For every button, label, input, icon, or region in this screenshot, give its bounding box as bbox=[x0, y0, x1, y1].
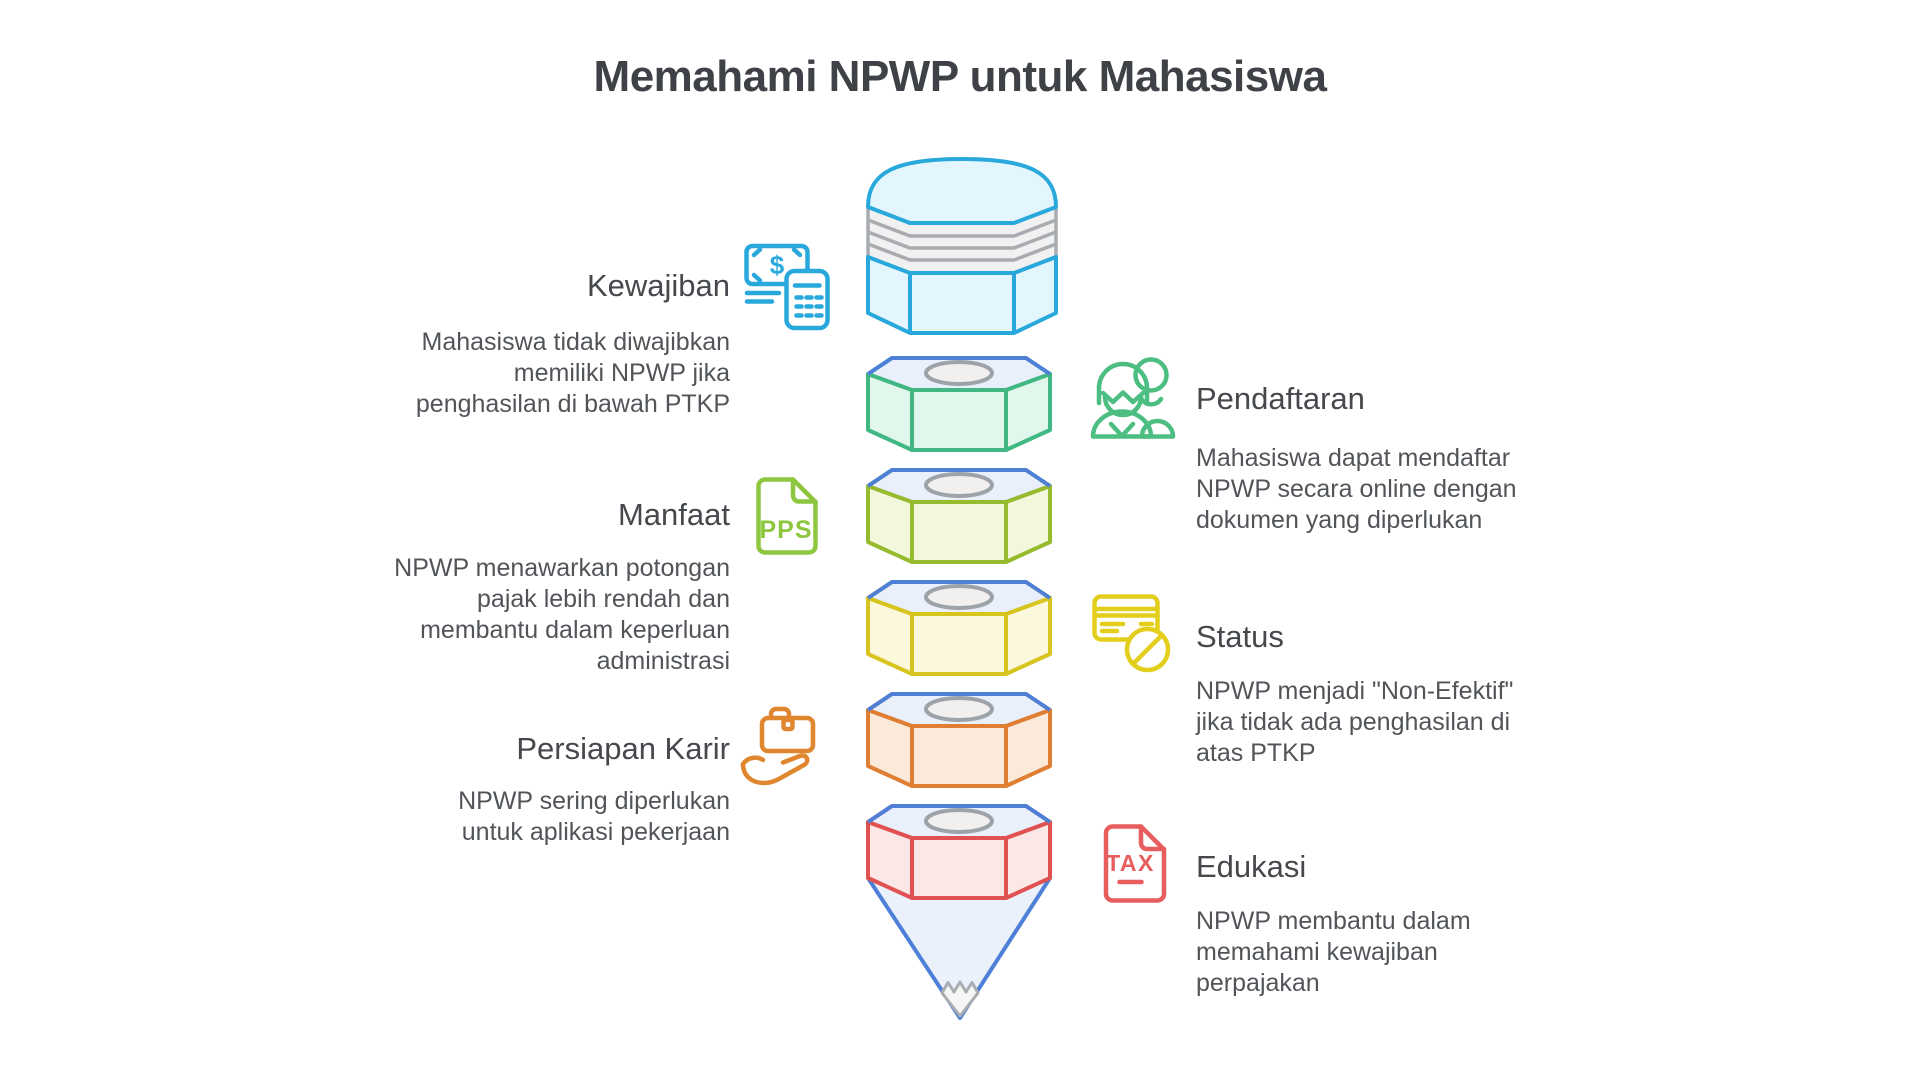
manfaat-heading: Manfaat bbox=[617, 497, 730, 532]
persiapan-karir-heading: Persiapan Karir bbox=[516, 731, 730, 766]
segment-yellow bbox=[866, 580, 1052, 676]
pendaftaran-description: Mahasiswa dapat mendaftar NPWP secara on… bbox=[1196, 444, 1517, 534]
manfaat-description: NPWP menawarkan potongan pajak lebih ren… bbox=[394, 554, 730, 675]
segment-red bbox=[866, 804, 1052, 900]
pendaftaran-heading: Pendaftaran bbox=[1196, 381, 1365, 416]
briefcase-hand-icon bbox=[740, 704, 816, 788]
svg-text:$: $ bbox=[770, 250, 785, 280]
segment-orange bbox=[866, 692, 1052, 788]
segment-green bbox=[866, 356, 1052, 452]
status-heading: Status bbox=[1196, 619, 1284, 654]
status-description: NPWP menjadi "Non-Efektif" jika tidak ad… bbox=[1196, 677, 1514, 767]
segment-hole bbox=[924, 584, 994, 610]
edukasi-description: NPWP membantu dalam memahami kewajiban p… bbox=[1196, 907, 1471, 997]
kewajiban-description: Mahasiswa tidak diwajibkan memiliki NPWP… bbox=[415, 328, 730, 418]
kewajiban-heading: Kewajiban bbox=[586, 268, 730, 303]
pps-document-icon: PPS bbox=[752, 477, 818, 555]
pencil-diagram bbox=[866, 157, 1058, 1020]
page-title: Memahami NPWP untuk Mahasiswa bbox=[593, 52, 1327, 101]
segment-hole bbox=[924, 360, 994, 386]
pencil-upper-body bbox=[866, 255, 1058, 335]
segment-lime bbox=[866, 468, 1052, 564]
segment-hole bbox=[924, 696, 994, 722]
pencil-eraser bbox=[866, 157, 1058, 225]
edukasi-heading: Edukasi bbox=[1196, 849, 1307, 884]
svg-text:TAX: TAX bbox=[1106, 850, 1155, 876]
segment-hole bbox=[924, 472, 994, 498]
pencil-graphite bbox=[940, 980, 980, 1018]
two-people-icon bbox=[1090, 354, 1176, 440]
svg-text:PPS: PPS bbox=[759, 516, 812, 544]
tax-document-icon: TAX bbox=[1099, 824, 1167, 904]
segment-hole bbox=[924, 808, 994, 834]
card-prohibited-icon bbox=[1092, 594, 1176, 674]
money-calculator-icon: $ bbox=[744, 243, 830, 333]
persiapan-karir-description: NPWP sering diperlukan untuk aplikasi pe… bbox=[458, 787, 730, 846]
